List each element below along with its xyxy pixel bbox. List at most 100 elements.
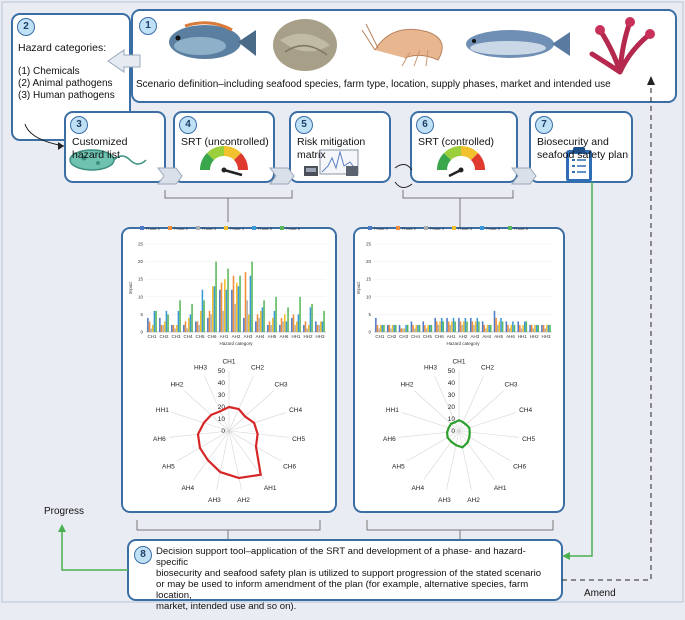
radar-spoke: [228, 390, 274, 432]
radar-axis-label: CH1: [452, 359, 465, 366]
radar-axis-label: AH4: [182, 485, 195, 492]
bar: [188, 317, 190, 332]
bar: [172, 324, 175, 332]
bar: [513, 324, 516, 332]
bar: [291, 317, 293, 332]
bar: [184, 321, 187, 332]
bottom-bracket-left: [136, 520, 321, 540]
gauge-uncontrolled-icon: [199, 145, 249, 177]
radar-tick-label: 30: [448, 392, 456, 399]
bar: [243, 317, 245, 332]
progress-arrow: [61, 530, 128, 571]
bar: [507, 324, 509, 332]
flow-chevrons: [157, 167, 537, 185]
bar: [275, 296, 277, 332]
clipboard-icon: [566, 147, 592, 182]
radar-spoke: [458, 430, 495, 480]
radar-axis-label: AH5: [392, 464, 405, 471]
radar-axis-label: CH6: [513, 464, 526, 471]
bar: [454, 321, 456, 332]
bar: [239, 275, 241, 332]
bar: [537, 324, 539, 332]
bar: [386, 324, 389, 332]
bar: [279, 324, 281, 332]
legend-swatch: [424, 226, 428, 230]
bar: [525, 321, 528, 332]
bar: [153, 310, 156, 332]
bar: [449, 324, 452, 332]
bar: [376, 324, 379, 332]
bar: [464, 317, 467, 332]
legend-label: Phase 3: [202, 227, 216, 231]
bar: [496, 324, 499, 332]
y-axis-label: Impact: [356, 281, 361, 294]
bar: [207, 317, 209, 332]
radar-tick-label: 0: [221, 428, 225, 435]
legend-label: Phase 2: [174, 227, 188, 231]
bar: [517, 321, 520, 332]
bar: [282, 321, 284, 332]
radar-axis-label: CH6: [283, 464, 296, 471]
bar: [320, 321, 322, 332]
mitigation-matrix-image: [304, 149, 359, 176]
bar: [541, 324, 543, 332]
bar: [381, 324, 384, 332]
legend-swatch: [508, 226, 512, 230]
bar: [159, 317, 161, 332]
bar: [403, 328, 406, 332]
bar: [436, 321, 438, 332]
y-tick-label: 25: [366, 242, 372, 247]
bar: [179, 300, 181, 332]
x-axis-label: Hazard category: [219, 341, 253, 346]
bar: [299, 296, 301, 332]
bar: [459, 321, 462, 332]
bar: [236, 282, 238, 332]
radar-axis-label: HH3: [424, 365, 437, 372]
radar-tick-label: 20: [218, 404, 226, 411]
bar: [162, 324, 164, 332]
decision-support-text: Decision support tool–application of the…: [156, 546, 556, 612]
bar: [256, 314, 259, 332]
bar: [530, 324, 533, 332]
bar: [148, 321, 151, 332]
bar: [429, 324, 431, 332]
legend-label: Phase 6: [514, 227, 528, 231]
radar-tick-label: 40: [218, 380, 226, 387]
x-axis-label: Hazard category: [446, 341, 480, 346]
x-tick-label: AH1: [220, 334, 229, 339]
radar-axis-label: CH3: [505, 382, 518, 389]
radar-axis-label: CH4: [519, 407, 532, 414]
bar: [418, 324, 421, 332]
bar: [260, 310, 262, 332]
x-tick-label: AH6: [506, 334, 515, 339]
bar: [284, 314, 286, 332]
radar-axis-label: CH1: [222, 359, 235, 366]
y-tick-label: 15: [366, 277, 372, 282]
bar: [532, 328, 535, 332]
bar: [294, 324, 296, 332]
legend-label: Phase 5: [486, 227, 500, 231]
decision-line-3: or may be used to inform amendment of th…: [156, 579, 529, 601]
bar: [191, 303, 193, 332]
bar: [498, 321, 501, 332]
bar: [212, 286, 214, 332]
radar-axis-label: AH2: [237, 497, 250, 504]
radar-spoke: [458, 430, 472, 490]
bar: [267, 324, 269, 332]
bar: [270, 324, 272, 332]
bar: [522, 324, 524, 332]
radar-axis-label: CH5: [292, 436, 305, 443]
bar: [225, 289, 228, 332]
cycle-arrow-top: [394, 164, 413, 171]
x-tick-label: AH4: [482, 334, 491, 339]
step-5-badge: 5: [295, 116, 313, 134]
radar-tick-label: 50: [448, 368, 456, 375]
bar: [489, 324, 492, 332]
hazard-categories-title: Hazard categories:: [18, 42, 107, 54]
legend-swatch: [480, 226, 484, 230]
bar: [165, 310, 168, 332]
legend-swatch: [224, 226, 228, 230]
legend-label: Phase 4: [458, 227, 472, 231]
radar-spoke: [228, 412, 287, 432]
bar: [155, 310, 157, 332]
